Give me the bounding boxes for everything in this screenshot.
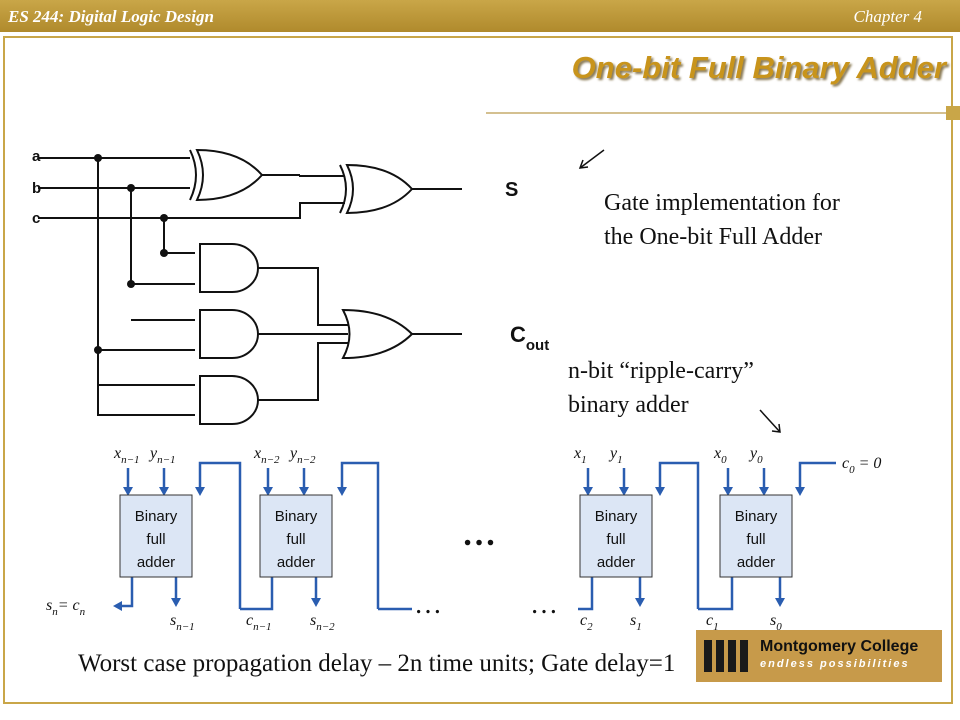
sum-output-label: s0 bbox=[770, 612, 782, 633]
chapter-label: Chapter 4 bbox=[853, 7, 922, 26]
adder-block-1 bbox=[579, 494, 653, 578]
gate-circuit bbox=[38, 148, 462, 425]
output-cout-sub: out bbox=[526, 337, 549, 354]
college-logo: Montgomery College endless possibilities bbox=[696, 630, 942, 682]
svg-text:Cout: Cout bbox=[510, 322, 549, 354]
x-input-label: x0 bbox=[713, 445, 727, 466]
output-cout-label: C bbox=[510, 322, 526, 347]
adder-label: full bbox=[746, 531, 765, 548]
y-input-label: y1 bbox=[608, 445, 623, 466]
input-a-label: a bbox=[32, 148, 41, 165]
x-input-label: x1 bbox=[573, 445, 587, 466]
adder-label: full bbox=[286, 531, 305, 548]
output-s-label: S bbox=[505, 179, 518, 201]
adder-label: Binary bbox=[135, 508, 178, 525]
course-title: ES 244: Digital Logic Design bbox=[8, 7, 214, 26]
adder-label: Binary bbox=[275, 508, 318, 525]
y-input-label: y0 bbox=[748, 445, 763, 466]
college-tagline: endless possibilities bbox=[760, 658, 910, 670]
sum-output-label: s1 bbox=[630, 612, 642, 633]
gate-caption-line2: the One-bit Full Adder bbox=[604, 224, 822, 250]
adder-label: adder bbox=[277, 554, 315, 571]
ripple-caption-line2: binary adder bbox=[568, 392, 689, 418]
ripple-caption: n-bit “ripple-carry” binary adder bbox=[568, 354, 754, 422]
adder-label: full bbox=[606, 531, 625, 548]
slide-frame bbox=[3, 36, 953, 704]
ripple-arrowheads bbox=[113, 487, 805, 611]
junction-dots bbox=[94, 154, 168, 354]
y-input-label: yn−2 bbox=[288, 445, 316, 466]
header-bar: ES 244: Digital Logic Design Chapter 4 bbox=[0, 0, 960, 32]
adder-block-n-1 bbox=[119, 494, 193, 578]
sum-output-label: sn−2 bbox=[310, 612, 335, 633]
x-input-label: xn−1 bbox=[113, 445, 140, 466]
adder-label: adder bbox=[597, 554, 635, 571]
ellipsis-carry-right: … bbox=[530, 589, 558, 620]
ellipsis-middle: … bbox=[462, 516, 496, 553]
gate-caption-line1: Gate implementation for bbox=[604, 190, 840, 216]
adder-label: Binary bbox=[735, 508, 778, 525]
delay-note: Worst case propagation delay – 2n time u… bbox=[78, 650, 676, 677]
sum-output-label: sn−1 bbox=[170, 612, 195, 633]
pointer-arrows bbox=[578, 149, 781, 433]
adder-label: Binary bbox=[595, 508, 638, 525]
ripple-wires bbox=[118, 461, 836, 611]
adder-label: adder bbox=[137, 554, 175, 571]
carry-label: cn−1 bbox=[246, 612, 272, 633]
adder-label: adder bbox=[737, 554, 775, 571]
x-input-label: xn−2 bbox=[253, 445, 280, 466]
slide-title: One-bit Full Binary Adder bbox=[571, 50, 946, 85]
college-logo-mark bbox=[704, 640, 750, 672]
sn-equals-cn-label: sn= cn bbox=[46, 597, 86, 618]
adder-block-n-2 bbox=[259, 494, 333, 578]
corner-decoration bbox=[946, 106, 960, 120]
gate-caption: Gate implementation for the One-bit Full… bbox=[604, 186, 840, 254]
carry-label: c2 bbox=[580, 612, 593, 633]
input-c-label: c bbox=[32, 210, 40, 227]
adder-block-0 bbox=[719, 494, 793, 578]
y-input-label: yn−1 bbox=[148, 445, 176, 466]
c0-input-label: c0 = 0 bbox=[842, 455, 881, 476]
adder-label: full bbox=[146, 531, 165, 548]
college-name: Montgomery College bbox=[760, 638, 919, 655]
ellipsis-carry-left: … bbox=[414, 589, 442, 620]
carry-label: c1 bbox=[706, 612, 719, 633]
title-divider bbox=[486, 112, 946, 114]
ripple-caption-line1: n-bit “ripple-carry” bbox=[568, 358, 754, 384]
input-b-label: b bbox=[32, 180, 41, 197]
adder-blocks bbox=[119, 494, 793, 578]
